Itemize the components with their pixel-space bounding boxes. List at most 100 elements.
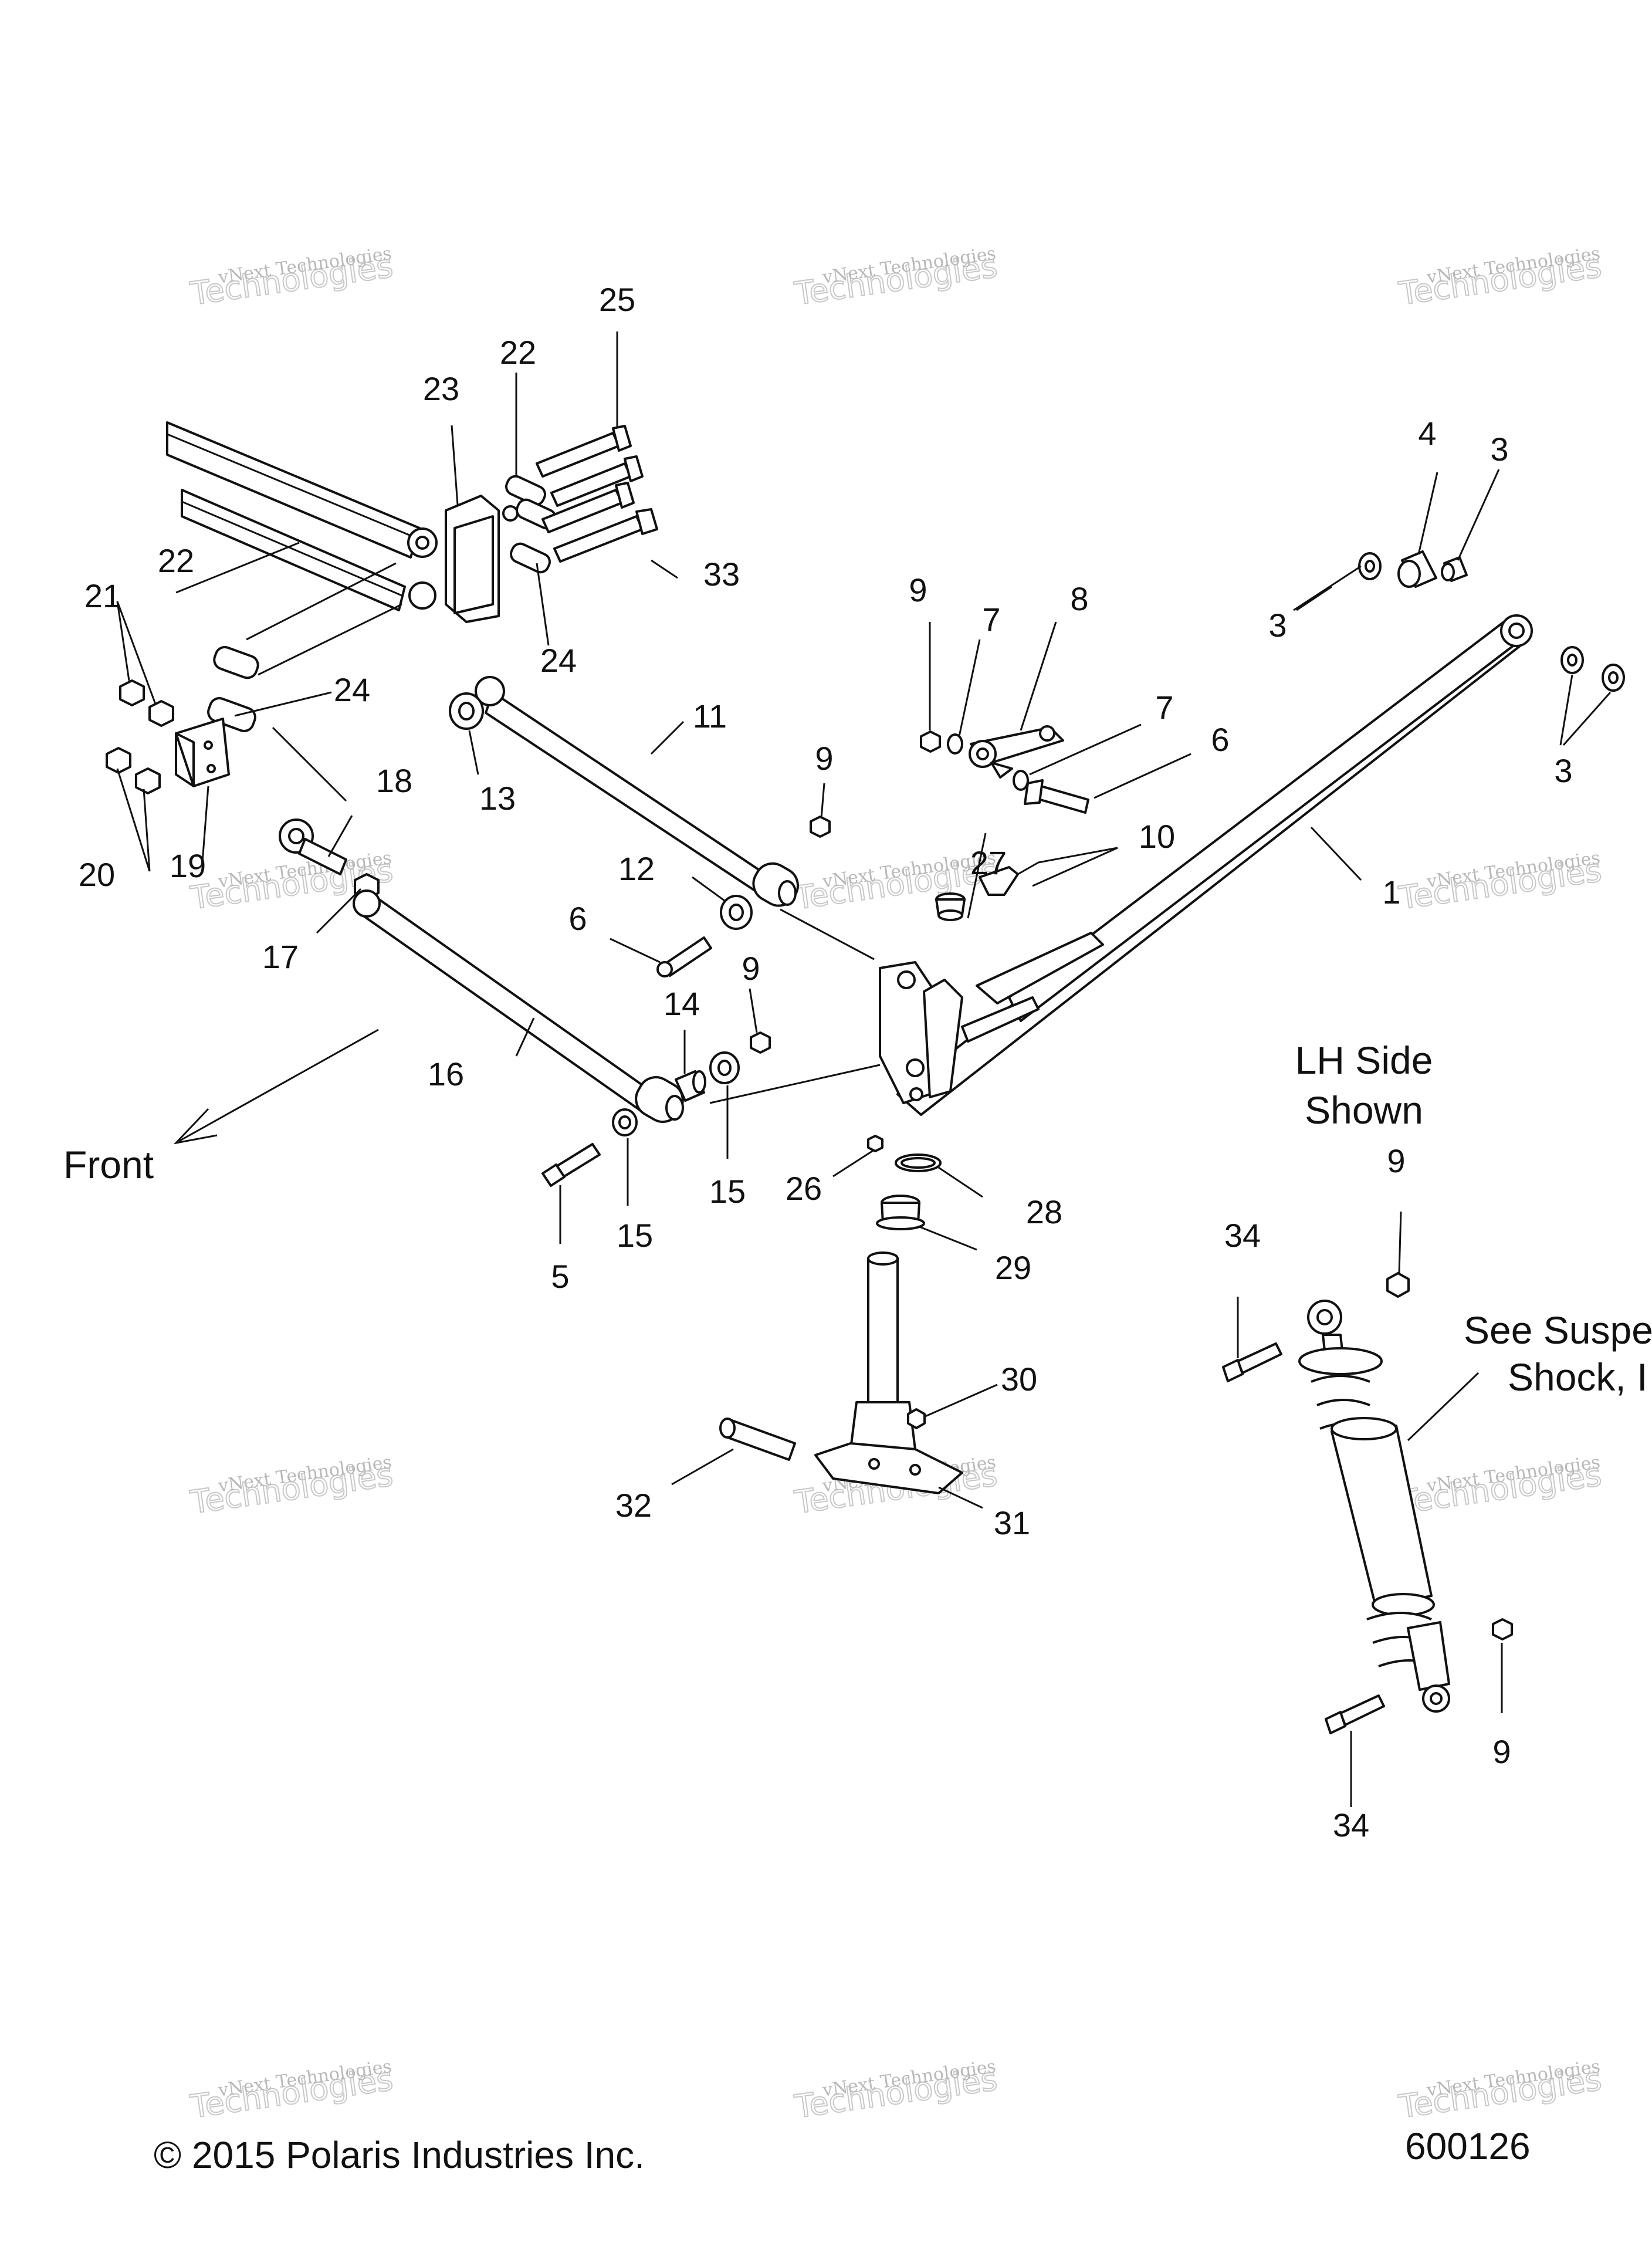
callout-9: 9 [1387,1142,1405,1179]
part-31-spindle [814,1251,963,1494]
part-30-fitting [907,1408,926,1429]
callout-29: 29 [995,1249,1031,1286]
front-label: Front [63,1143,154,1186]
part-6-bolt [1024,779,1089,814]
part-9-nut [920,730,941,753]
callout-20: 20 [79,856,115,893]
part-9-nut [1386,1272,1410,1298]
watermark: Technologies vNext Technologies [1396,2056,1604,2126]
see-suspension-note: Shock, I [1508,1355,1647,1399]
callout-12: 12 [618,850,655,887]
callout-24: 24 [540,642,577,679]
watermark: Technologies vNext Technologies [791,2056,1000,2126]
part-7-washer [947,733,963,755]
notes: LH Side Shown See Suspe Shock, I Front [63,1038,1652,1399]
part-5-bushing [1397,550,1437,588]
part-9-nut [810,816,831,838]
figure-number: 600126 [1405,2125,1531,2167]
part-22-plate-lower [213,645,259,679]
part-3-washer [1602,664,1625,692]
callout-33: 33 [703,556,740,593]
callout-25: 25 [599,281,635,318]
part-15-washer [612,1108,638,1136]
part-27-bushing [935,892,966,921]
part-9-nut [750,1031,771,1054]
part-6-bolt [541,1143,601,1187]
callout-30: 30 [1001,1361,1037,1398]
callout-18: 18 [376,762,412,799]
callout-6: 6 [1211,721,1229,758]
part-29-bushing [876,1195,925,1230]
callout-6: 5 [551,1258,569,1295]
watermark: Technologies vNext Technologies [1396,1452,1604,1522]
callout-5: 4 [1418,415,1436,452]
callout-3: 3 [1554,752,1572,789]
callout-7: 7 [1155,689,1173,726]
callout-1: 1 [1382,874,1400,911]
part-23-bracket [407,495,519,623]
callout-28: 28 [1026,1193,1062,1230]
copyright-text: © 2015 Polaris Industries Inc. [154,2134,645,2176]
part-9-nut [1492,1618,1513,1640]
callout-9: 9 [909,571,927,608]
watermark: Technologies vNext Technologies [1396,848,1604,918]
watermark: Technologies vNext Technologies [791,848,1000,918]
callout-10: 10 [1139,818,1175,855]
nuts-20-21 [106,679,174,794]
callout-7: 7 [982,601,1000,638]
footer: © 2015 Polaris Industries Inc. 600126 [154,2125,1531,2176]
part-3-washer [1560,646,1584,674]
callout-22: 22 [158,542,194,579]
callout-4: 3 [1490,431,1508,468]
part-4-spacer [1441,556,1468,582]
callout-16: 16 [428,1056,464,1092]
part-15-bushing [709,1051,740,1084]
lh-side-note: LH Side [1295,1038,1433,1082]
part-8-link [969,725,1064,779]
callout-22: 22 [500,334,536,371]
frame-rails [166,421,421,611]
watermark: Technologies vNext Technologies [791,243,1000,313]
callout-17: 17 [262,938,299,975]
callout-31: 31 [994,1504,1030,1541]
callout-labels: 25 22 23 33 24 22 21 24 20 19 18 17 13 1… [79,281,1573,1843]
watermark: Technologies vNext Technologies [1396,243,1604,313]
parts [106,421,1625,1734]
callout-9: 9 [742,950,760,987]
watermark: Technologies vNext Technologies [187,2056,395,2126]
callout-34: 34 [1224,1217,1261,1254]
part-34-bolt [1222,1342,1282,1382]
shock-absorber [1298,1300,1450,1713]
leader-lines [116,331,1612,1807]
callout-13: 13 [479,780,516,817]
part-19-bracket [175,718,230,787]
callout-15: 15 [709,1173,746,1210]
callout-9: 9 [815,740,833,777]
part-7-washer [1013,770,1029,791]
callout-8: 8 [1070,580,1088,617]
callout-14: 14 [663,985,700,1022]
callout-6: 6 [568,900,587,937]
part-34-bolt [1325,1694,1385,1734]
see-suspension-note: See Suspe [1464,1308,1652,1352]
part-26-fitting [867,1135,883,1152]
watermark: Technologies vNext Technologies [187,243,395,313]
callout-26: 26 [786,1170,822,1207]
part-16-control-arm [353,889,684,1123]
callout-27: 27 [970,844,1007,881]
part-28-o-ring [895,1153,942,1172]
part-11-tie-rod [475,676,799,907]
callout-23: 23 [423,370,459,407]
callout-9: 9 [1492,1733,1511,1770]
callout-3: 3 [1268,607,1287,644]
callout-34: 34 [1333,1807,1369,1843]
callout-24: 24 [334,671,370,708]
part-3-washer [1358,552,1382,580]
callout-21: 21 [84,577,121,614]
watermark: Technologies vNext Technologies [187,1452,395,1522]
callout-11: 11 [693,698,727,735]
part-25-bolts [536,425,658,563]
part-6-bolt [656,936,712,977]
callout-32: 32 [615,1487,652,1524]
